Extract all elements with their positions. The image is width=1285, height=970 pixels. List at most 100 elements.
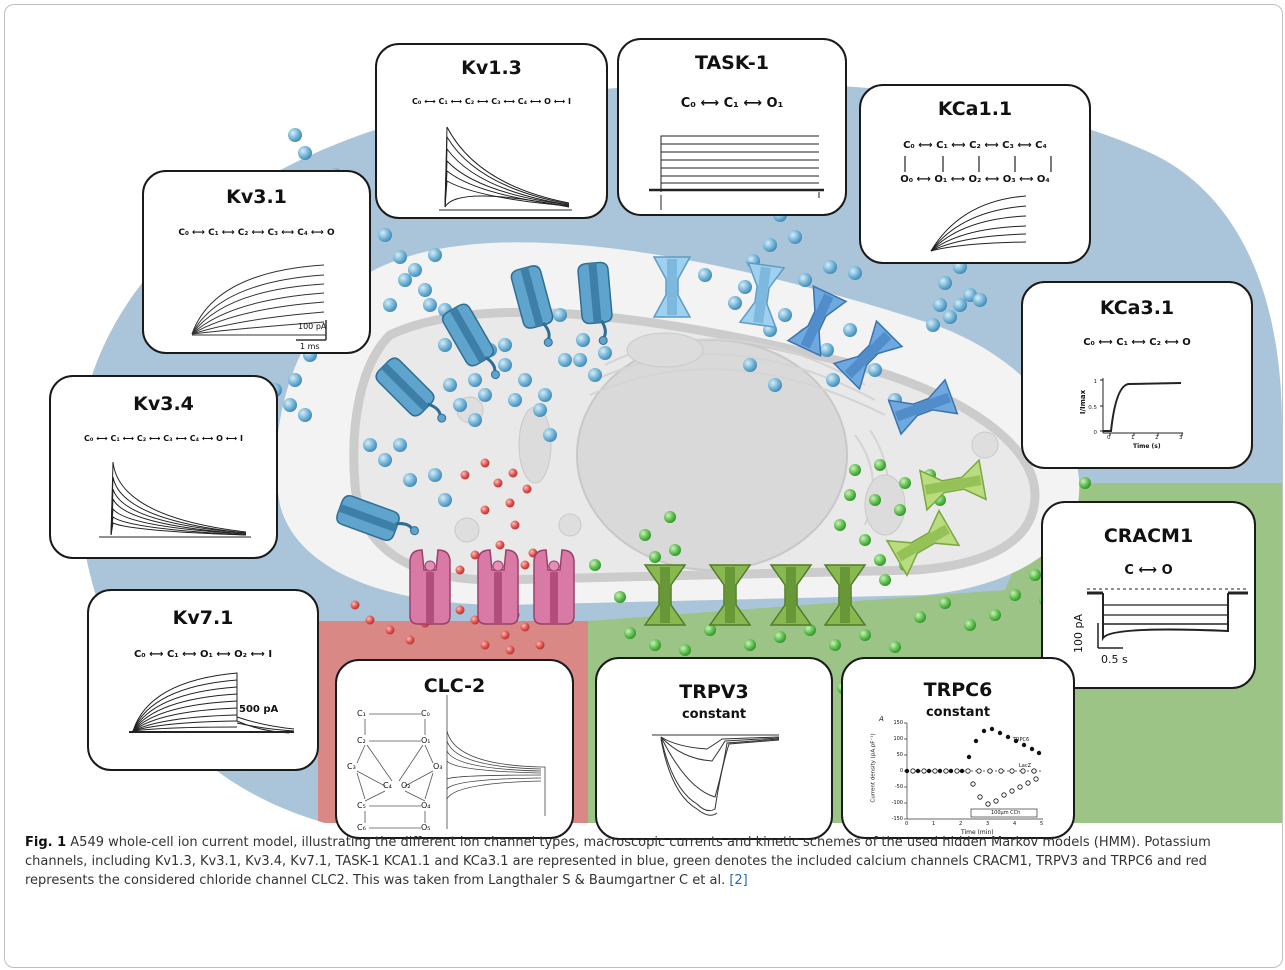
calcium-ion — [1009, 589, 1021, 601]
panel-title: CRACM1 — [1103, 525, 1194, 547]
xtick: 2 — [959, 821, 963, 827]
xtick: 0 — [905, 821, 909, 827]
panel-title: Kv1.3 — [461, 57, 522, 79]
chloride-ion — [522, 484, 532, 494]
potassium-ion — [973, 293, 987, 307]
chloride-ion — [520, 622, 530, 632]
chloride-ion — [500, 630, 510, 640]
panel-title: Kv7.1 — [172, 607, 234, 629]
panel-subtitle: constant — [925, 705, 991, 720]
kinetic-scheme-graph — [356, 695, 546, 829]
state-o3: O₃ — [433, 762, 443, 771]
potassium-ion — [588, 368, 602, 382]
kinetic-scheme: C₀ ⟷ C₁ ⟷ O₁ ⟷ O₂ ⟷ I — [133, 649, 273, 660]
potassium-ion — [468, 413, 482, 427]
chloride-ion — [455, 565, 465, 575]
panel-title: KCa1.1 — [937, 98, 1013, 120]
figure-frame: Kv1.3 C₀ ⟷ C₁ ⟷ C₂ ⟷ C₃ ⟷ C₄ ⟷ O ⟷ I TAS… — [4, 4, 1283, 968]
current-traces — [904, 156, 1052, 252]
potassium-ion — [820, 343, 834, 357]
panel-task1: TASK-1 C₀ ⟷ C₁ ⟷ O₁ — [617, 38, 847, 216]
xtick: 4 — [1013, 821, 1017, 827]
potassium-ion — [943, 310, 957, 324]
panel-letter: A — [879, 715, 884, 723]
panel-cracm1: CRACM1 C ⟷ O 100 pA 0.5 s — [1041, 501, 1256, 689]
potassium-ion — [848, 266, 862, 280]
state-o2: O₂ — [401, 781, 411, 790]
calcium-ion — [849, 464, 861, 476]
caption-reference-link[interactable]: [2] — [729, 873, 748, 888]
potassium-ion — [558, 353, 572, 367]
state-o4: O₄ — [421, 801, 431, 810]
current-traces — [191, 264, 327, 341]
calcium-ion — [939, 597, 951, 609]
panel-clc2: CLC-2 — [335, 659, 574, 839]
xtick-2: 2 — [1155, 435, 1159, 441]
potassium-ion — [698, 268, 712, 282]
potassium-ion — [826, 373, 840, 387]
panel-kv34: Kv3.4 C₀ ⟷ C₁ ⟷ C₂ ⟷ C₃ ⟷ C₄ ⟷ O ⟷ I — [49, 375, 278, 559]
calcium-ion — [859, 534, 871, 546]
state-c0: C₀ — [421, 709, 430, 718]
calcium-ion — [649, 551, 661, 563]
chloride-ion — [480, 640, 490, 650]
potassium-ion — [393, 250, 407, 264]
calcium-ion — [804, 624, 816, 636]
potassium-ion — [438, 338, 452, 352]
panel-kv13: Kv1.3 C₀ ⟷ C₁ ⟷ C₂ ⟷ C₃ ⟷ C₄ ⟷ O ⟷ I — [375, 43, 608, 219]
calcium-ion — [744, 639, 756, 651]
x-axis-label: Time (s) — [1133, 443, 1161, 450]
calcium-ion — [774, 631, 786, 643]
yticks: 150 100 50 0 -50 -100 -150 — [883, 720, 903, 832]
calcium-ion — [669, 544, 681, 556]
potassium-ion — [378, 228, 392, 242]
ytick-1: 1 — [1094, 379, 1098, 385]
potassium-ion — [598, 346, 612, 360]
calcium-ion — [649, 639, 661, 651]
potassium-ion — [408, 263, 422, 277]
calcium-ion — [879, 574, 891, 586]
state-c3: C₃ — [347, 762, 356, 771]
calcium-ion — [1029, 569, 1041, 581]
chloride-ion — [385, 625, 395, 635]
current-traces — [129, 672, 295, 734]
legend-trpc6: TRPC6 — [1013, 737, 1030, 743]
potassium-ion — [538, 388, 552, 402]
potassium-ion — [868, 363, 882, 377]
calcium-ion — [894, 504, 906, 516]
potassium-ion — [843, 323, 857, 337]
x-axis-label: Time (min) — [961, 829, 994, 836]
chloride-ion — [480, 458, 490, 468]
panel-trpv3: TRPV3 constant — [595, 657, 833, 840]
current-traces — [652, 734, 780, 816]
potassium-ion — [543, 428, 557, 442]
legend-lacz: LacZ — [1019, 763, 1032, 769]
potassium-ion — [926, 318, 940, 332]
figure-caption: Fig. 1 A549 whole-cell ion current model… — [25, 833, 1270, 890]
panel-kv71: Kv7.1 C₀ ⟷ C₁ ⟷ O₁ ⟷ O₂ ⟷ I 500 pA — [87, 589, 319, 771]
panel-title: Kv3.1 — [226, 186, 287, 208]
current-traces — [99, 461, 251, 538]
chloride-ion — [470, 615, 480, 625]
potassium-ion — [938, 276, 952, 290]
potassium-ion — [743, 358, 757, 372]
potassium-ion — [363, 438, 377, 452]
calcium-ion — [614, 591, 626, 603]
chloride-ion — [495, 540, 505, 550]
panel-title: Kv3.4 — [133, 393, 194, 415]
potassium-ion — [498, 338, 512, 352]
ytick-0: 0 — [1094, 430, 1098, 436]
potassium-ion — [443, 378, 457, 392]
chloride-ion — [470, 550, 480, 560]
kinetic-scheme: C ⟷ O — [1124, 563, 1173, 578]
ytick-0.5: 0.5 — [1088, 405, 1097, 411]
potassium-ion — [383, 298, 397, 312]
state-c1: C₁ — [357, 709, 366, 718]
potassium-ion — [398, 273, 412, 287]
chloride-ion — [455, 605, 465, 615]
state-c4: C₄ — [383, 781, 392, 790]
calcium-ion — [869, 494, 881, 506]
potassium-ion — [763, 238, 777, 252]
panel-title: TRPC6 — [923, 679, 993, 701]
potassium-ion — [768, 378, 782, 392]
